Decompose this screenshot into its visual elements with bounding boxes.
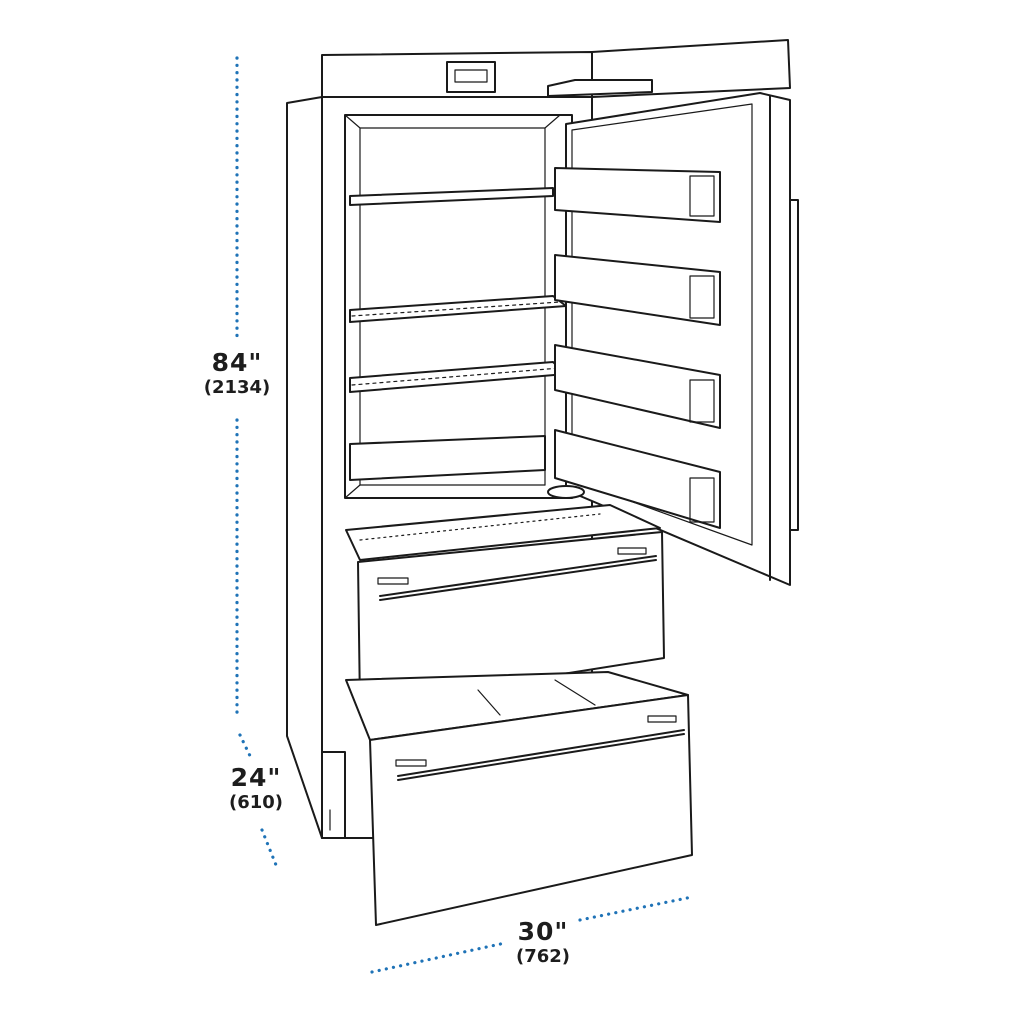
width-imperial-value: 30" (517, 917, 569, 946)
glass-shelf-top (349, 187, 554, 206)
height-metric-value: (2134) (203, 377, 271, 398)
depth-metric-value: (610) (228, 792, 284, 813)
height-dimension-label: 84" (2134) (196, 348, 278, 398)
door-bin-1 (554, 167, 721, 223)
width-dimension-label: 30" (762) (505, 917, 581, 967)
lower-freezer-drawer (345, 671, 693, 926)
width-metric-value: (762) (515, 946, 571, 967)
door-bin-4 (554, 429, 721, 529)
depth-dimension-line (238, 733, 278, 867)
width-dimension-line (370, 895, 694, 974)
open-door (547, 92, 799, 586)
height-imperial-value: 84" (211, 348, 263, 377)
depth-imperial-value: 24" (230, 763, 282, 792)
door-hinge (547, 485, 585, 499)
door-bin-3 (554, 344, 721, 429)
upper-freezer-drawer (345, 504, 665, 707)
door-bin-2 (554, 254, 721, 326)
depth-dimension-label: 24" (610) (218, 763, 294, 813)
bottom-shelf (349, 435, 546, 481)
